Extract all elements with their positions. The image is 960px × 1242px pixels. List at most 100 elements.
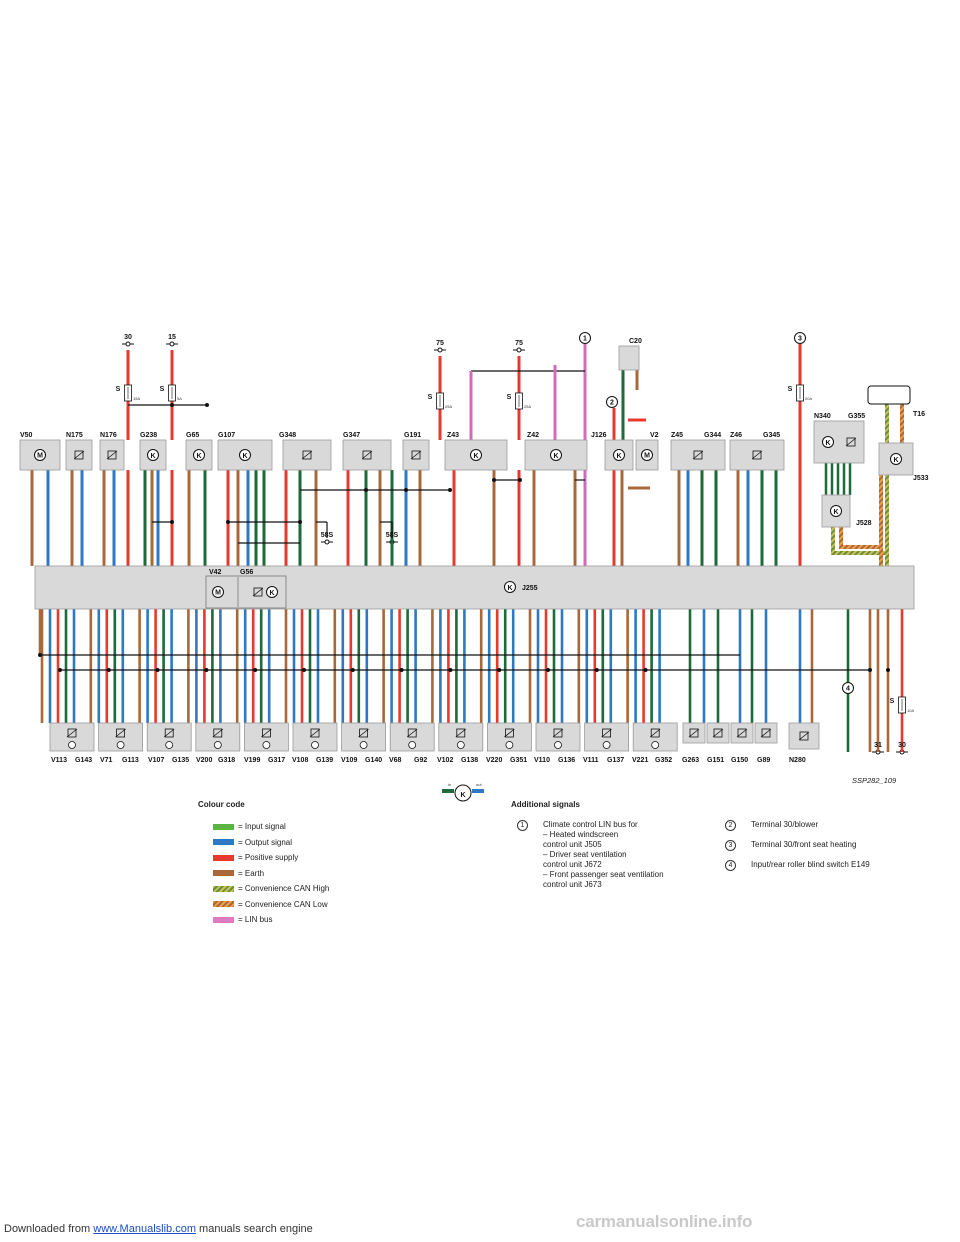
sensor-icon [752,450,762,460]
legend-item: = Convenience CAN High [213,881,329,897]
junction-dot [170,520,174,524]
junction-dot [399,668,404,672]
component-label: G113 [122,757,139,764]
sensor-icon-slash [649,728,661,738]
junction-dot [497,668,502,672]
sensor-icon-slash [163,728,175,738]
component-label: G139 [316,757,333,764]
sensor-icon-slash [751,450,763,460]
control-unit-j255 [34,565,915,610]
component-label: V200 [196,757,212,764]
junction-dot [155,668,160,672]
component-label: G92 [414,757,427,764]
terminal-label: 75 [436,340,444,347]
sensor-icon [164,728,174,738]
signal-number-badge: 4 [725,860,736,871]
control-unit-symbol [822,436,834,448]
junction-dot [448,488,452,492]
can-low-wire [879,475,883,566]
sensor-icon [407,728,417,738]
motor-icon [602,741,611,749]
motor-icon [213,741,222,749]
sensor-icon [713,728,723,738]
signal-number-badge: 3 [725,840,736,851]
junction-dot [205,403,209,407]
control-unit-label: J255 [522,585,538,592]
component-box [813,420,865,464]
component-label: G344 [704,432,721,439]
component-label: V50 [20,432,33,439]
out-arrow [472,789,484,793]
legend-swatch [213,839,234,846]
sensor-icon [107,450,117,460]
out-label: out [476,782,482,787]
component-label: T16 [913,411,925,418]
legend-item: = Positive supply [213,850,329,866]
component-label: N280 [789,757,806,764]
component-label: G65 [186,432,199,439]
sensor-icon-slash [736,728,748,738]
legend-swatch [213,916,234,923]
terminal-node [324,539,330,545]
control-unit-letter: K [833,509,838,516]
fuse-label: S [428,394,433,401]
sensor-icon [310,728,320,738]
manualslib-link[interactable]: www.Manualslib.com [93,1223,196,1235]
legend-label: = Earth [238,868,265,878]
signal-description: Climate control LIN bus for – Heated win… [543,820,664,889]
motor-icon [456,741,465,749]
control-unit-symbol [550,449,562,461]
sensor-icon [456,728,466,738]
sensor-icon-slash [692,450,704,460]
terminal-node [437,347,443,353]
sensor-icon [302,450,312,460]
can-high-wire [831,551,889,555]
fuse-label: S [507,394,512,401]
junction-dot [38,653,42,657]
junction-dot [404,488,408,492]
component-label: V108 [292,757,308,764]
legend-swatch [213,885,234,892]
junction-dot [643,668,648,672]
junction-dot [594,668,599,672]
fuse-rating: 25A [445,404,452,409]
sensor-icon-slash [106,450,118,460]
sensor-icon-slash [760,728,772,738]
sensor-icon-slash [798,731,810,741]
component-label: Z43 [447,432,459,439]
fuse-rating: 25A [524,404,531,409]
motor-icon [651,741,660,749]
component-label: G136 [558,757,575,764]
component-label: V113 [51,757,67,764]
junction-dot [170,403,174,407]
terminal-label: 31 [874,742,882,749]
component-label: V109 [341,757,357,764]
fuse-rating: 5A [177,396,182,401]
additional-signals-title: Additional signals [511,800,580,809]
motor-symbol [641,449,653,461]
control-unit-letter: K [507,585,512,592]
component-label: J528 [856,520,872,527]
signal-description: Terminal 30/front seat heating [751,840,857,849]
control-unit-symbol [470,449,482,461]
component-label: V221 [632,757,648,764]
in-label: in [448,782,451,787]
signal-number-badge: 1 [517,820,528,831]
fuse-label: S [788,386,793,393]
sensor-icon-slash [504,728,515,738]
junction-dot [204,668,209,672]
component-label: G89 [757,757,770,764]
component-label: V220 [486,757,502,764]
sensor-icon [761,728,771,738]
component-label: V102 [437,757,453,764]
component-label: G352 [655,757,672,764]
motor-icon [165,741,174,749]
component-label: G355 [848,413,865,420]
legend-item: = Output signal [213,835,329,851]
sensor-icon-slash [252,587,264,597]
component-label: G351 [510,757,527,764]
component-label: G263 [682,757,699,764]
sensor-icon-slash [688,728,700,738]
